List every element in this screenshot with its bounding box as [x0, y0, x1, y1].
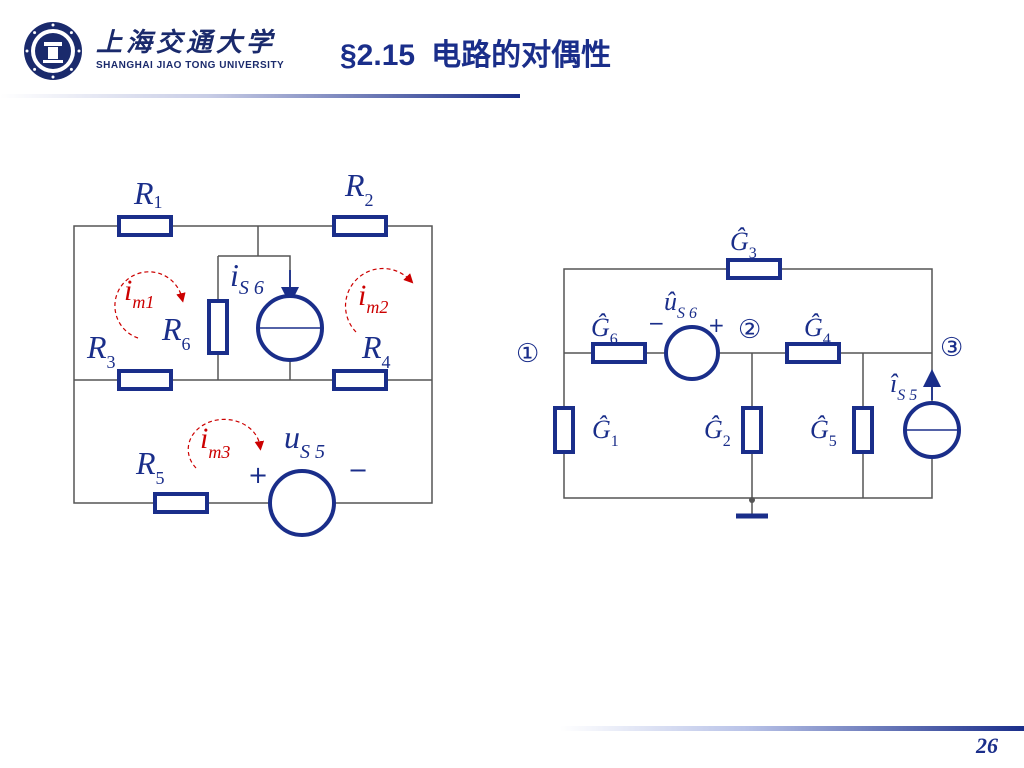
title-text: 电路的对偶性	[431, 39, 612, 72]
us5-minus-sign: −	[348, 456, 368, 484]
label-r2: R2	[344, 167, 374, 210]
header-divider	[0, 94, 520, 98]
resistor-r3	[117, 369, 173, 391]
page-number: 26	[976, 733, 998, 758]
label-im3: im3	[200, 422, 230, 462]
conductance-g3	[726, 258, 782, 280]
mesh-arc-m2	[344, 267, 414, 333]
section-number: §2.15	[340, 39, 416, 72]
current-source-is6	[256, 270, 324, 362]
label-g5: Ĝ5	[810, 415, 837, 450]
us6-plus-sign: +	[708, 313, 725, 337]
label-g6: Ĝ6	[591, 313, 618, 348]
resistor-r6	[207, 299, 229, 355]
label-g3: Ĝ3	[730, 227, 757, 262]
conductance-g5	[852, 406, 874, 454]
university-name-en: SHANGHAI JIAO TONG UNIVERSITY	[96, 60, 285, 71]
slide-header: 上海交通大学 SHANGHAI JIAO TONG UNIVERSITY §2.…	[0, 0, 1024, 100]
footer-divider	[560, 726, 1024, 731]
label-im2: im2	[358, 279, 388, 317]
current-source-is5	[903, 369, 961, 459]
university-logo	[22, 20, 84, 87]
us6-minus-sign: −	[648, 311, 665, 335]
resistor-r4	[332, 369, 388, 391]
conductance-g6	[591, 342, 647, 364]
voltage-source-us5	[268, 469, 336, 537]
label-r3: R3	[86, 329, 116, 372]
label-r6: R6	[161, 311, 191, 354]
us5-plus-sign: +	[248, 461, 268, 489]
right-circuit	[563, 268, 933, 516]
label-im1: im1	[124, 274, 154, 312]
conductance-g4	[785, 342, 841, 364]
node-3-label: ③	[940, 333, 963, 363]
ground-node-dot	[749, 497, 755, 503]
label-is5: îS 5	[890, 369, 917, 404]
label-r5: R5	[135, 445, 165, 488]
resistor-r5	[153, 492, 209, 514]
mesh-arc-m1	[114, 271, 186, 339]
node-2-label: ②	[738, 315, 761, 345]
conductance-g2	[741, 406, 763, 454]
mesh-current-arcs	[114, 267, 414, 469]
resistor-r2	[332, 215, 388, 237]
conductance-g1	[553, 406, 575, 454]
label-r1: R1	[133, 175, 163, 212]
label-us5: uS 5	[284, 419, 325, 463]
university-name-cn: 上海交通大学	[96, 28, 277, 58]
page-title: §2.15 电路的对偶性	[340, 30, 611, 74]
voltage-source-us6	[664, 325, 720, 381]
label-g2: Ĝ2	[704, 415, 731, 450]
label-us6: ûS 6	[664, 287, 697, 322]
label-r4: R4	[361, 329, 391, 372]
mesh-arc-m3	[187, 418, 265, 469]
resistor-r1	[117, 215, 173, 237]
label-g4: Ĝ4	[804, 313, 831, 348]
label-is6: iS 6	[230, 257, 264, 299]
node-1-label: ①	[516, 339, 539, 369]
label-g1: Ĝ1	[592, 415, 619, 450]
